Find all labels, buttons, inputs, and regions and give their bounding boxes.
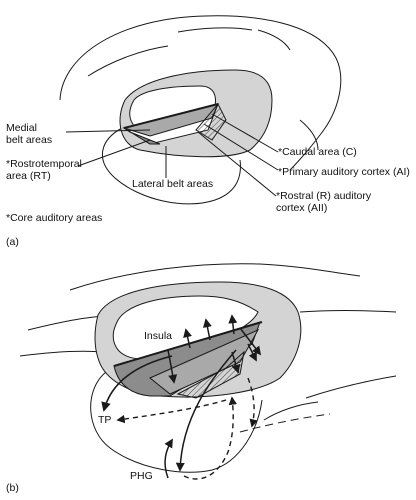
contour-line-6 xyxy=(263,401,319,421)
arrow-insula-core-1 xyxy=(183,328,192,349)
sulcus-line-4 xyxy=(299,119,319,151)
leader-rostral xyxy=(197,131,277,197)
core-line xyxy=(123,103,219,129)
arrow-caudal-lateral xyxy=(239,327,262,356)
panel-b-tag: (b) xyxy=(6,482,19,494)
label-caudal: *Caudal area (C) xyxy=(278,146,357,158)
temporal-lobe-outline-b xyxy=(90,371,263,473)
hemisphere-outline xyxy=(59,15,342,171)
leader-rt xyxy=(77,139,151,167)
label-rostral: *Rostral (R) auditory cortex (AII) xyxy=(276,190,372,214)
sulcus-line-1 xyxy=(177,27,253,33)
arrow-phg-up xyxy=(164,438,173,479)
label-core-areas: *Core auditory areas xyxy=(6,212,103,224)
arrow-to-phg-solid xyxy=(175,349,237,472)
label-tp: TP xyxy=(98,414,112,426)
label-primary: *Primary auditory cortex (AI) xyxy=(278,166,410,178)
contour-line-3 xyxy=(19,350,105,357)
arrow-dashed-right xyxy=(247,377,258,428)
leader-primary xyxy=(203,123,279,171)
label-insula: Insula xyxy=(144,330,173,342)
arrow-insula-core-2 xyxy=(202,318,212,341)
arrow-belt-down-1 xyxy=(167,349,178,384)
panel-a-drawing xyxy=(59,15,342,205)
leader-caudal xyxy=(211,113,279,153)
label-rostrotemporal: *Rostrotemporal area (RT) xyxy=(6,158,82,182)
arrow-belt-down-3 xyxy=(247,343,257,362)
sulcus-line-2 xyxy=(257,29,291,51)
hatched-area xyxy=(195,103,227,141)
leader-medial xyxy=(65,129,151,133)
panel-a-tag: (a) xyxy=(6,236,19,248)
arrow-to-tp xyxy=(101,355,173,412)
core-line-b xyxy=(113,321,263,367)
panel-b-drawing xyxy=(19,263,397,480)
arrow-dashed-phg-loop xyxy=(183,396,238,480)
sulcus-line-3 xyxy=(87,45,169,77)
arrow-belt-down-2 xyxy=(231,351,241,374)
temporal-lobe-outline xyxy=(101,127,241,205)
contour-dashed xyxy=(239,413,331,433)
contour-line-4 xyxy=(299,310,397,313)
arrow-insula-core-3 xyxy=(228,314,238,335)
label-phg: PHG xyxy=(130,470,153,482)
contour-line-5 xyxy=(305,375,397,399)
contour-line-1 xyxy=(69,263,361,291)
arrow-dashed-tp xyxy=(116,399,227,424)
label-lateral-belt: Lateral belt areas xyxy=(132,178,214,190)
label-medial-belt: Medial belt areas xyxy=(6,122,53,146)
